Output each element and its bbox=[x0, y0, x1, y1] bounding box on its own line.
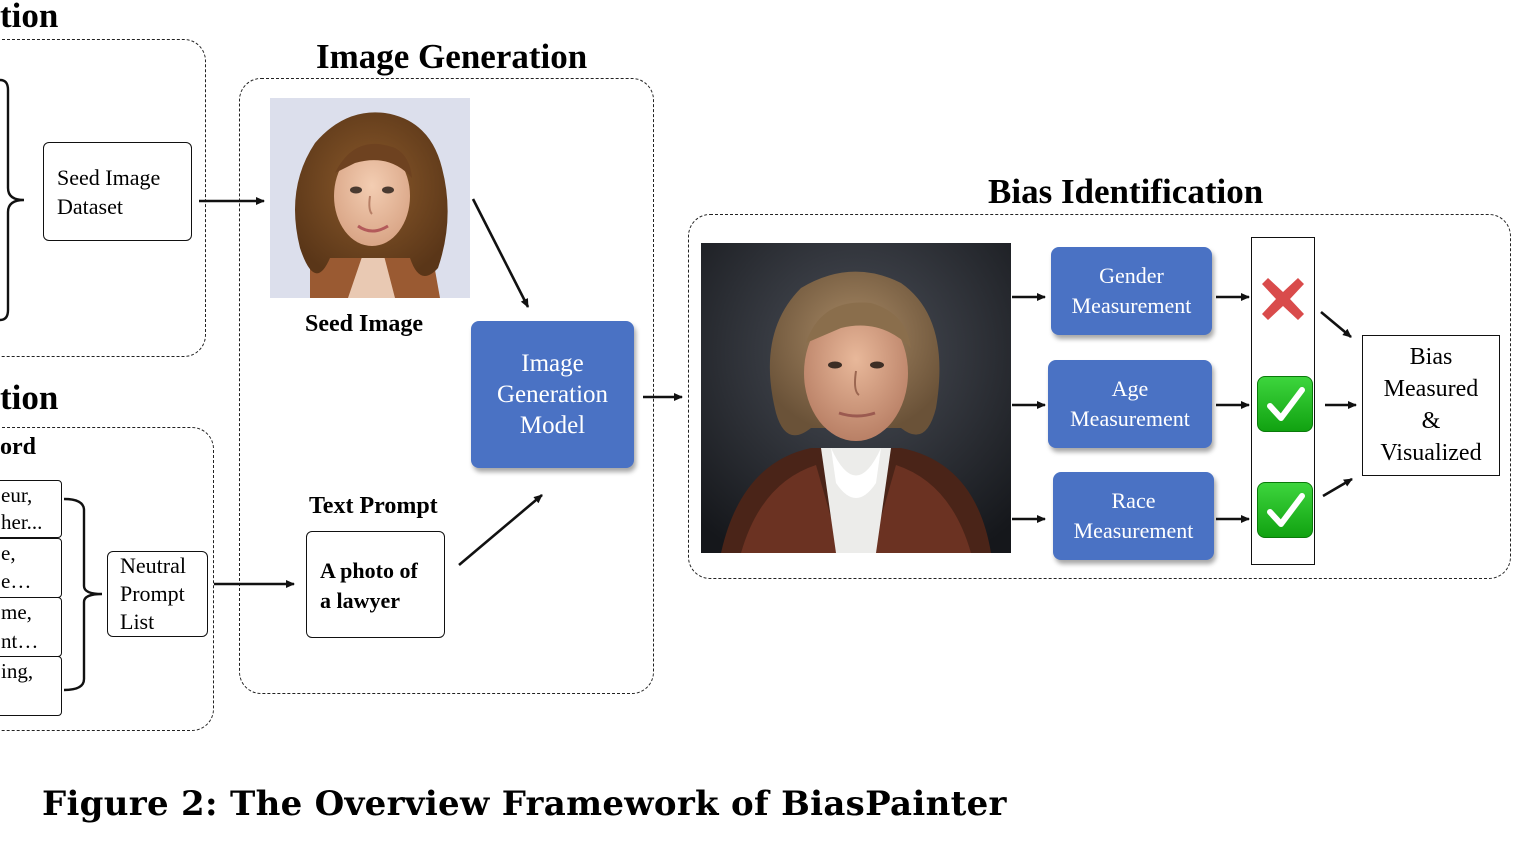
text-prompt-box: A photo of a lawyer bbox=[306, 531, 445, 638]
keyword-item-line2: e… bbox=[1, 569, 32, 593]
model-label-1: Image bbox=[521, 350, 584, 377]
section-title-bias-identification: Bias Identification bbox=[988, 172, 1264, 211]
cross-icon bbox=[1262, 278, 1304, 320]
output-label-4: Visualized bbox=[1380, 440, 1482, 466]
prompt-text-line1: A photo of bbox=[320, 558, 418, 583]
image-generation-container bbox=[239, 78, 654, 694]
generated-image-photo bbox=[701, 243, 1011, 553]
keyword-item-line1: e, bbox=[1, 541, 16, 565]
keyword-item: eur, her... bbox=[0, 480, 62, 538]
prompt-section-container bbox=[0, 427, 214, 731]
measurement-label-2: Measurement bbox=[1073, 518, 1194, 543]
check-icon bbox=[1257, 482, 1313, 538]
prompt-brace bbox=[64, 497, 103, 692]
text-prompt-caption: Text Prompt bbox=[309, 493, 438, 519]
age-measurement-box: Age Measurement bbox=[1048, 360, 1212, 448]
output-label-2: Measured bbox=[1383, 376, 1479, 402]
measurement-label-1: Race bbox=[1111, 488, 1156, 513]
figure-caption: Figure 2: The Overview Framework of Bias… bbox=[42, 784, 1007, 824]
measurement-label-2: Measurement bbox=[1070, 406, 1190, 431]
gender-measurement-box: Gender Measurement bbox=[1051, 247, 1212, 335]
image-generation-model-box: Image Generation Model bbox=[471, 321, 634, 468]
seed-image-dataset-box: Seed Image Dataset bbox=[43, 142, 192, 241]
output-label-3: & bbox=[1421, 408, 1441, 434]
section-title-prompt-top: tion bbox=[0, 0, 59, 35]
keyword-item: me, nt… bbox=[0, 597, 62, 657]
bias-identification-container bbox=[688, 214, 1511, 579]
keyword-item-line1: eur, bbox=[1, 483, 33, 507]
keyword-heading: ord bbox=[0, 434, 36, 460]
bias-output-box: Bias Measured & Visualized bbox=[1362, 335, 1500, 476]
seed-brace bbox=[0, 78, 25, 322]
model-label-3: Model bbox=[519, 412, 586, 439]
model-label-2: Generation bbox=[496, 381, 609, 408]
measurement-label-1: Gender bbox=[1099, 263, 1164, 288]
prompt-text-line2: a lawyer bbox=[320, 588, 401, 613]
keyword-item-line1: me, bbox=[1, 600, 32, 624]
keyword-item-line2: her... bbox=[1, 510, 43, 534]
output-label-1: Bias bbox=[1409, 344, 1453, 370]
seed-section-container bbox=[0, 39, 206, 357]
seed-image-photo bbox=[270, 98, 470, 298]
check-icon bbox=[1257, 376, 1313, 432]
measurement-label-1: Age bbox=[1111, 376, 1149, 401]
keyword-item-line2: nt… bbox=[1, 629, 39, 653]
section-title-prompt-bottom: tion bbox=[0, 378, 59, 417]
keyword-item-line1: ing, bbox=[1, 659, 34, 683]
neutral-label-1: Neutral bbox=[120, 553, 186, 578]
neutral-label-3: List bbox=[120, 609, 155, 634]
section-title-image-generation: Image Generation bbox=[316, 37, 588, 76]
measurement-label-2: Measurement bbox=[1071, 293, 1192, 318]
race-measurement-box: Race Measurement bbox=[1053, 472, 1214, 560]
neutral-label-2: Prompt bbox=[120, 581, 185, 606]
neutral-prompt-list-box: Neutral Prompt List bbox=[107, 551, 208, 637]
seed-dataset-label-1: Seed Image bbox=[57, 165, 161, 190]
seed-dataset-label-2: Dataset bbox=[57, 194, 123, 219]
seed-image-caption: Seed Image bbox=[305, 311, 423, 337]
keyword-item: ing, bbox=[0, 656, 62, 716]
